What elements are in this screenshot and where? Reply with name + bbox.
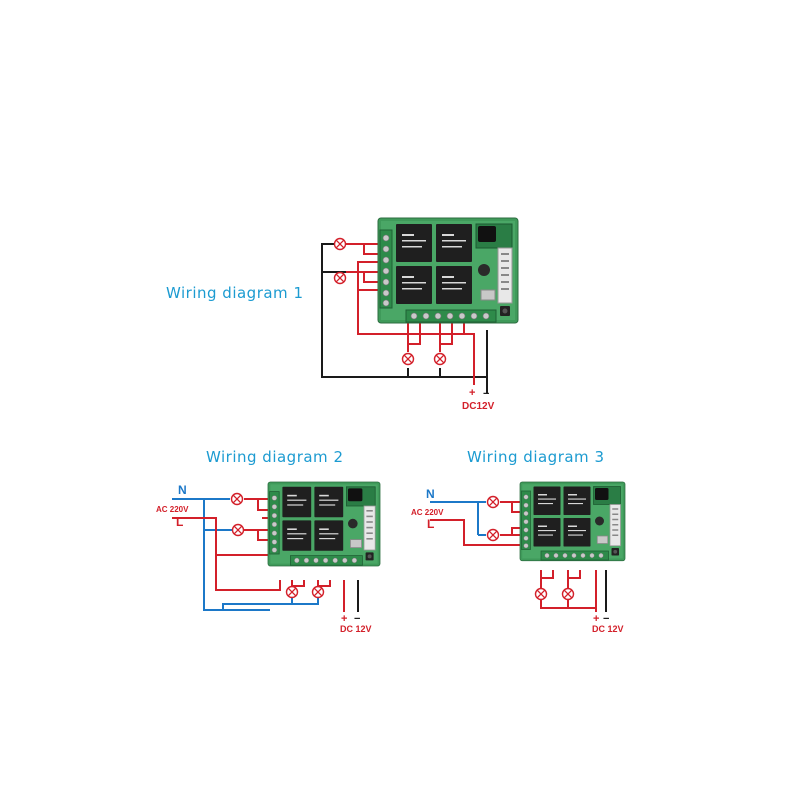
lamp-icon: [486, 495, 500, 509]
diagram-3-plus: +: [593, 613, 599, 625]
diagram-1-dc-label: DC12V: [462, 401, 495, 412]
diagram-1-plus: +: [469, 387, 475, 399]
lamp-icon: [230, 492, 244, 506]
diagram-1-relay-board: [377, 217, 519, 324]
lamp-icon: [534, 587, 548, 601]
lamp-icon: [486, 528, 500, 542]
diagram-2-wires: [172, 498, 359, 612]
diagram-3: Wiring diagram 3 N: [411, 448, 626, 634]
diagram-1-minus: −: [483, 388, 489, 400]
diagram-3-dc-label: DC 12V: [592, 624, 624, 634]
diagram-2-l-label: L: [176, 515, 183, 529]
diagram-3-n-label: N: [426, 487, 435, 501]
diagram-2-relay-board: [267, 481, 381, 567]
diagram-3-wires: [430, 501, 607, 612]
diagram-2-title: Wiring diagram 2: [206, 448, 344, 466]
diagram-3-minus: −: [603, 613, 609, 625]
lamp-icon: [285, 585, 299, 599]
lamp-icon: [561, 587, 575, 601]
lamp-icon: [401, 352, 415, 366]
diagram-3-l-label: L: [427, 517, 434, 531]
diagram-3-title: Wiring diagram 3: [467, 448, 605, 466]
diagram-3-relay-board: [519, 481, 626, 562]
diagram-2-plus: +: [341, 613, 347, 625]
lamp-icon: [231, 523, 245, 537]
lamp-icon: [433, 352, 447, 366]
diagram-2-n-label: N: [178, 483, 187, 497]
lamp-icon: [333, 271, 347, 285]
lamp-icon: [311, 585, 325, 599]
diagram-2: Wiring diagram 2: [156, 448, 381, 634]
diagram-1: Wiring diagram 1: [166, 217, 519, 412]
diagram-1-wires: [321, 243, 488, 393]
diagram-1-title: Wiring diagram 1: [166, 284, 304, 302]
diagram-2-ac-label: AC 220V: [156, 505, 189, 514]
diagram-2-dc-label: DC 12V: [340, 624, 372, 634]
lamp-icon: [333, 237, 347, 251]
diagram-2-minus: −: [354, 613, 360, 625]
diagram-3-ac-label: AC 220V: [411, 508, 444, 517]
